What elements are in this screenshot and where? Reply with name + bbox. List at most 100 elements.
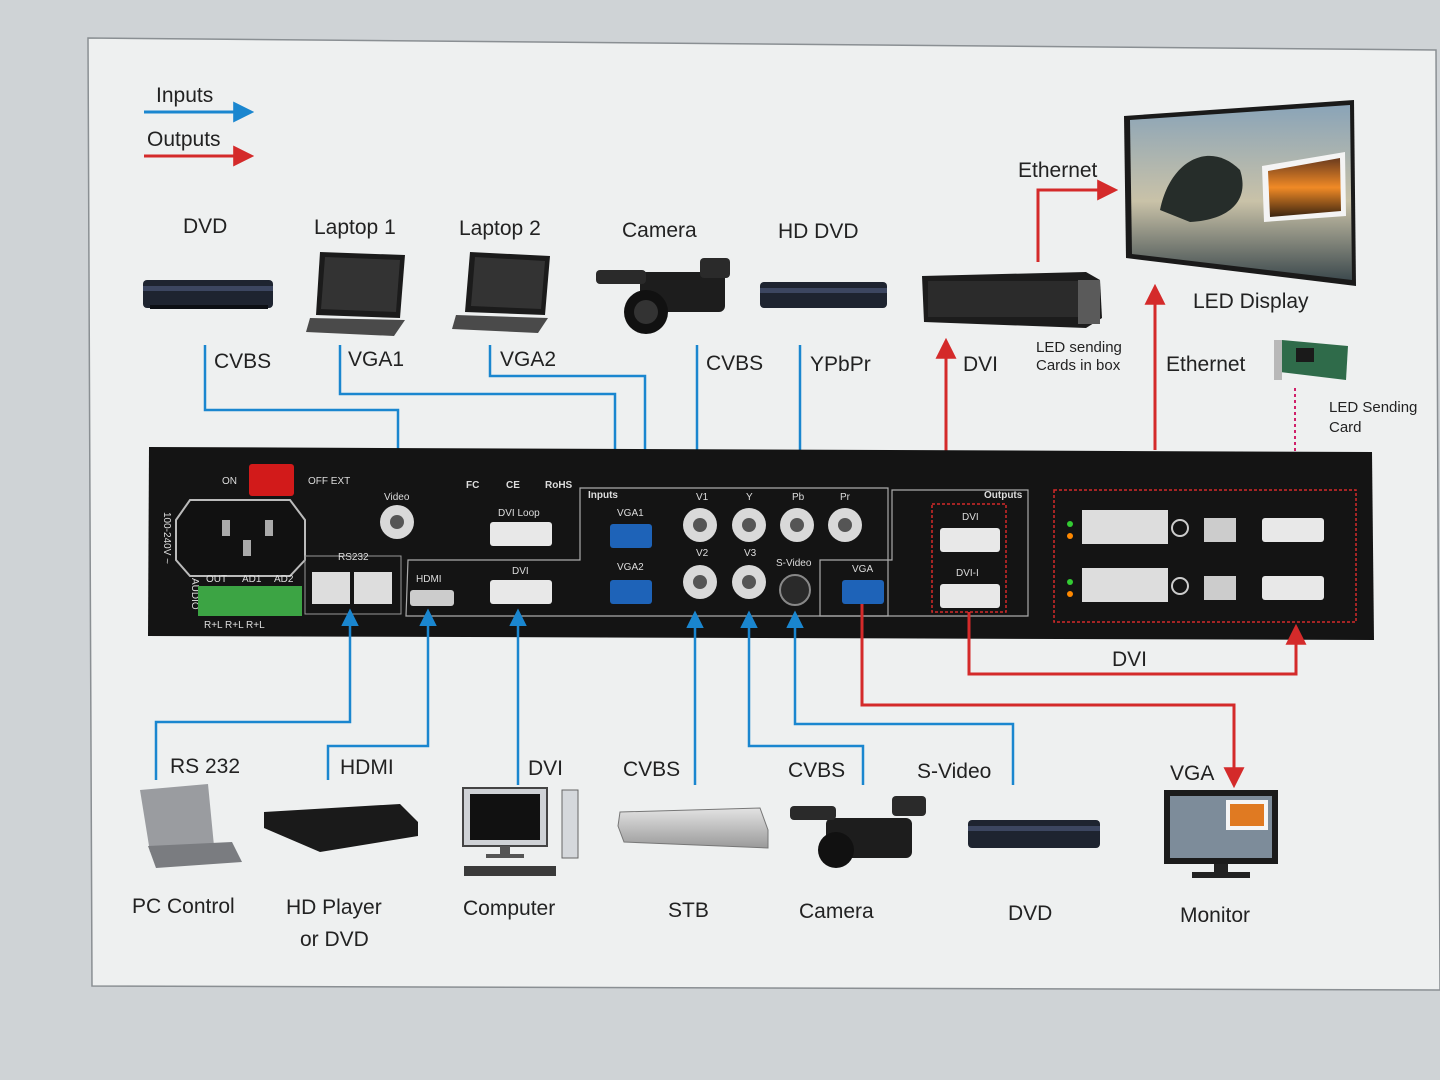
ethernet-port-1[interactable] (1082, 510, 1126, 544)
camera-bottom-label: Camera (799, 900, 874, 923)
camera-top-label: Camera (622, 219, 697, 242)
dvi-loop-port[interactable] (490, 522, 552, 546)
monitor-icon (1164, 790, 1278, 878)
svideo-port[interactable] (779, 574, 811, 606)
usb-port-1[interactable] (1204, 518, 1236, 542)
audio-ad2-label: AD2 (274, 574, 294, 585)
ethernet-port-4[interactable] (1124, 568, 1168, 602)
computer-icon (462, 787, 579, 876)
cvbs-camera-bottom-signal: CVBS (788, 759, 845, 782)
laptop1-label: Laptop 1 (314, 216, 396, 239)
led-wall-icon (1124, 100, 1356, 286)
rs232-signal: RS 232 (170, 755, 240, 778)
power-switch[interactable] (249, 464, 294, 496)
dvi-i-output-port[interactable] (940, 584, 1000, 608)
hdmi-port[interactable] (410, 590, 454, 606)
cvbs-camera-signal: CVBS (706, 352, 763, 375)
sending-card-label-line1: LED Sending (1329, 399, 1417, 416)
dvd-player-icon (760, 282, 887, 308)
dvi-i-output-panel-label: DVI-I (956, 568, 979, 579)
dvd-top-label: DVD (183, 215, 227, 238)
ethernet-port-2[interactable] (1124, 510, 1168, 544)
led-display-label: LED Display (1193, 290, 1309, 313)
v2-label: V2 (696, 548, 709, 559)
dvi-output-port[interactable] (940, 528, 1000, 552)
y-label: Y (746, 492, 753, 503)
rs232-panel-label: RS232 (338, 552, 369, 563)
sending-card-label-line2: Card (1329, 419, 1362, 436)
camcorder-icon (596, 258, 730, 334)
dvd-player-icon (264, 804, 418, 852)
rs232-port-loop[interactable] (354, 572, 392, 604)
vga-output-arrow (860, 604, 1245, 789)
video-panel-label: Video (384, 492, 410, 503)
hdmi-panel-label: HDMI (416, 574, 442, 585)
cvbs-top-signal: CVBS (214, 350, 271, 373)
dvi-output-panel-label: DVI (962, 512, 979, 523)
dvi-input-port[interactable] (490, 580, 552, 604)
vga2-panel-label: VGA2 (617, 562, 644, 573)
sending-card-ports (1067, 510, 1324, 602)
pc-control-label: PC Control (132, 895, 235, 918)
v3-label: V3 (744, 548, 757, 559)
pb-label: Pb (792, 492, 805, 503)
sending-box-label-line1: LED sending (1036, 339, 1122, 356)
audio-label: AUDIO (189, 578, 200, 610)
video-processor-rear-panel: ON OFF EXT 100-240V ~ AUDIO OUT AD1 AD2 … (148, 447, 1374, 640)
ypbpr-signal: YPbPr (810, 353, 871, 376)
laptop-icon (140, 784, 242, 868)
vga-output-port[interactable] (842, 580, 884, 604)
dvd-player-icon (968, 820, 1100, 848)
vga2-signal: VGA2 (500, 348, 556, 371)
dvd-player-icon (143, 280, 273, 309)
outputs-panel-label: Outputs (984, 490, 1023, 501)
dvi-bottom-signal: DVI (1112, 648, 1147, 671)
usb-port-2[interactable] (1204, 576, 1236, 600)
dvd-bottom-label: DVD (1008, 902, 1052, 925)
power-inlet[interactable] (175, 499, 306, 577)
vga1-port[interactable] (610, 524, 652, 548)
rohs-mark: RoHS (545, 480, 573, 491)
rack-box-icon (922, 272, 1102, 328)
cvbs-stb-signal: CVBS (623, 758, 680, 781)
vga-signal: VGA (1170, 762, 1214, 785)
vga1-signal: VGA1 (348, 348, 404, 371)
svideo-signal: S-Video (917, 760, 991, 783)
computer-label: Computer (463, 897, 555, 920)
dvi-input-label: DVI (512, 566, 529, 577)
ethernet-card-label: Ethernet (1166, 353, 1246, 376)
power-off-ext-label: OFF EXT (308, 476, 350, 487)
input-wires-bottom (154, 608, 1015, 785)
ethernet-top-label: Ethernet (1018, 159, 1098, 182)
fc-mark: FC (466, 480, 479, 491)
laptop-icon (452, 252, 550, 333)
v1-label: V1 (696, 492, 709, 503)
legend-outputs-label: Outputs (147, 128, 221, 151)
monitor-label: Monitor (1180, 904, 1250, 927)
audio-terminal[interactable] (198, 586, 302, 616)
ethernet-port-3[interactable] (1082, 568, 1126, 602)
ethernet-output-arrow (1036, 179, 1119, 262)
legend-inputs-label: Inputs (156, 84, 213, 107)
hd-player-label-line1: HD Player (286, 896, 382, 919)
legend: Inputs Outputs (144, 84, 255, 167)
inputs-panel-label: Inputs (588, 490, 618, 501)
hdmi-signal: HDMI (340, 756, 394, 779)
vga2-port[interactable] (610, 580, 652, 604)
sending-dvi-port-2[interactable] (1262, 576, 1324, 600)
audio-out-label: OUT (206, 574, 227, 585)
audio-ad1-label: AD1 (242, 574, 262, 585)
vga-output-panel-label: VGA (852, 564, 873, 575)
ce-mark: CE (506, 480, 520, 491)
set-top-box-icon (617, 807, 769, 849)
hddvd-label: HD DVD (778, 220, 859, 243)
vga1-panel-label: VGA1 (617, 508, 644, 519)
svideo-panel-label: S-Video (776, 558, 812, 569)
pci-card-icon (1274, 340, 1348, 380)
rs232-port-in[interactable] (312, 572, 350, 604)
dvi-top-signal: DVI (963, 353, 998, 376)
hd-player-label-line2: or DVD (300, 928, 369, 951)
audio-pins-label: R+L R+L R+L (204, 620, 265, 631)
camcorder-icon (790, 796, 926, 868)
sending-dvi-port-1[interactable] (1262, 518, 1324, 542)
